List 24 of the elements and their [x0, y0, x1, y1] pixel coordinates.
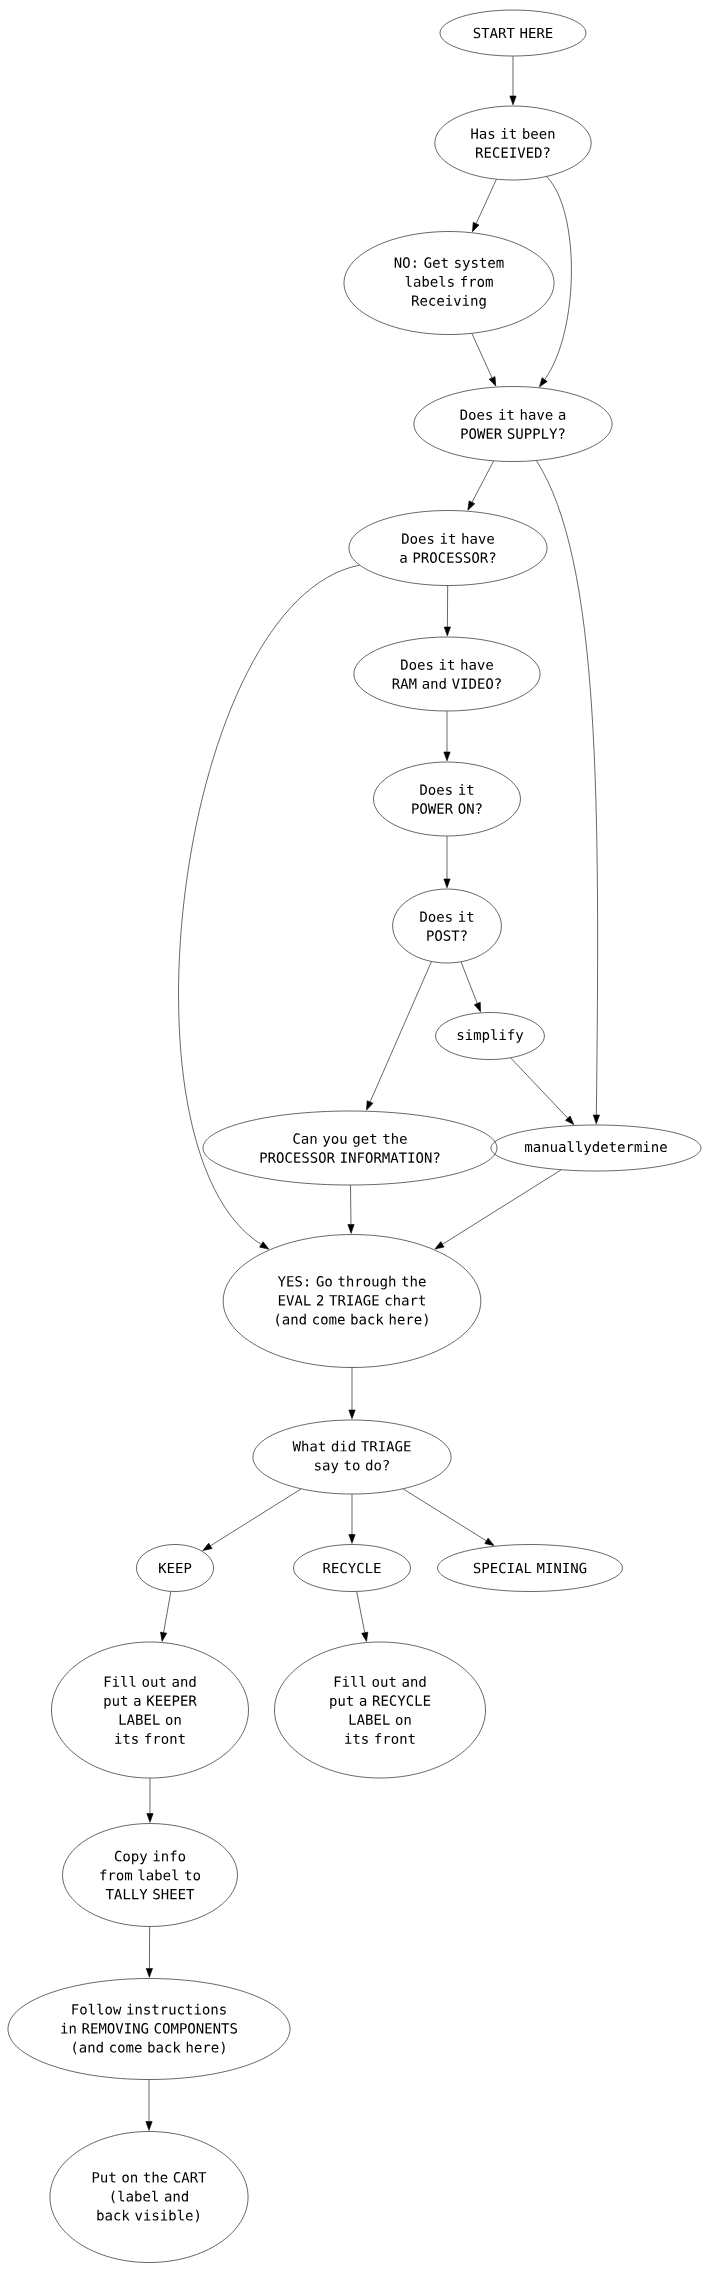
- arrow: [443, 711, 451, 762]
- arrow: [366, 961, 432, 1111]
- arrow: [356, 1591, 369, 1642]
- arrow: [510, 1057, 575, 1125]
- arrow: [146, 1778, 154, 1823]
- arrow: [179, 564, 360, 1250]
- arrow: [160, 1591, 172, 1642]
- arrow: [145, 2079, 153, 2131]
- arrow: [443, 836, 451, 889]
- arrow: [471, 333, 497, 387]
- arrow: [443, 585, 451, 637]
- arrow: [348, 1367, 356, 1420]
- arrow: [434, 1169, 562, 1250]
- arrow: [509, 56, 517, 106]
- arrow: [536, 460, 600, 1125]
- arrow: [145, 1926, 153, 1978]
- arrow: [539, 176, 572, 388]
- arrow: [402, 1488, 495, 1546]
- arrow: [460, 961, 481, 1012]
- arrow: [467, 460, 494, 511]
- arrow: [472, 179, 497, 232]
- arrow: [347, 1185, 355, 1234]
- arrow: [202, 1488, 302, 1551]
- arrow: [348, 1494, 356, 1544]
